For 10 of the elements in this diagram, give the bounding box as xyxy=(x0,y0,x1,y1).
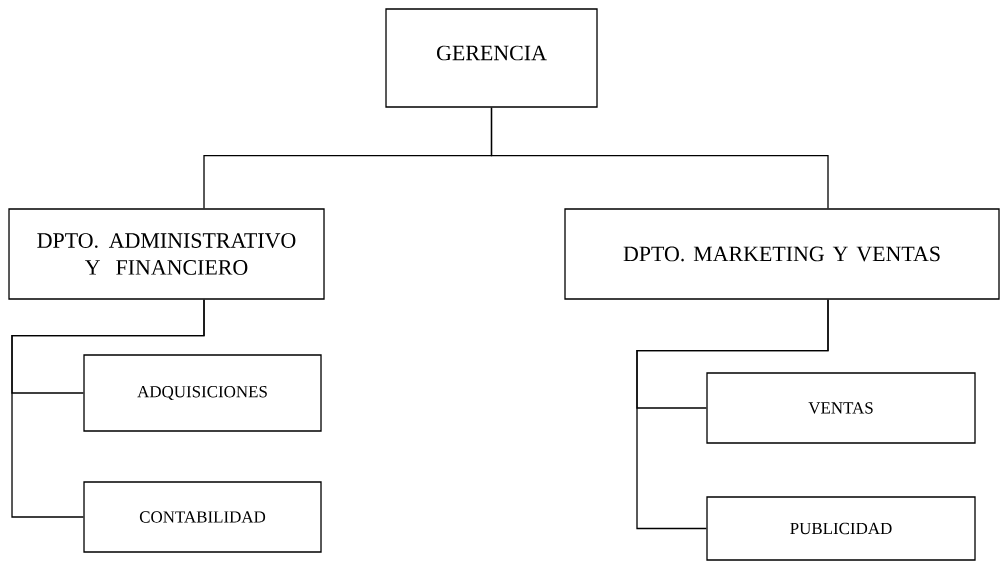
connector-line xyxy=(490,107,829,209)
section-box: CONTABILIDAD xyxy=(83,481,322,553)
connector-line xyxy=(636,299,829,530)
section-box: ADQUISICIONES xyxy=(83,354,322,432)
management-box: GERENCIA xyxy=(385,8,598,108)
connector-line xyxy=(11,299,205,518)
department-box: DPTO. ADMINISTRATIVO Y FINANCIERO xyxy=(8,208,325,300)
section-box: VENTAS xyxy=(706,372,976,444)
section-box: PUBLICIDAD xyxy=(706,496,976,561)
department-box: DPTO. MARKETING Y VENTAS xyxy=(564,208,1000,300)
